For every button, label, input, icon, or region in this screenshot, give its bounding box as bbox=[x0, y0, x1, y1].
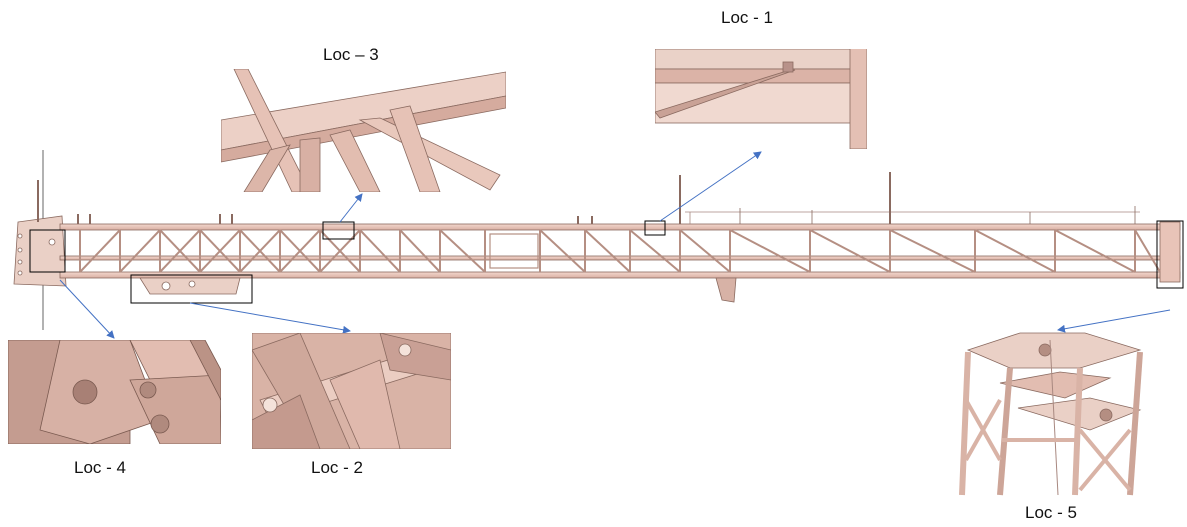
label-loc3: Loc – 3 bbox=[323, 45, 379, 64]
arrow-loc4 bbox=[59, 279, 115, 339]
callout-arrows bbox=[59, 151, 1171, 339]
callout-box-loc5 bbox=[1156, 220, 1184, 289]
arrow-loc1 bbox=[659, 151, 762, 222]
arrow-loc3 bbox=[339, 193, 363, 223]
label-loc2: Loc - 2 bbox=[311, 458, 363, 477]
label-loc4: Loc - 4 bbox=[74, 458, 126, 477]
truss-web bbox=[79, 229, 1161, 273]
main-truss bbox=[13, 150, 1181, 330]
inset-loc3 bbox=[221, 69, 506, 192]
callout-box-loc4 bbox=[29, 229, 66, 273]
label-loc1: Loc - 1 bbox=[721, 8, 773, 27]
inset-loc1 bbox=[655, 49, 867, 149]
label-loc5: Loc - 5 bbox=[1025, 503, 1077, 522]
callout-box-loc1 bbox=[644, 220, 666, 236]
inset-loc2 bbox=[252, 333, 451, 449]
arrow-loc2 bbox=[189, 302, 351, 334]
inset-loc5 bbox=[959, 332, 1143, 496]
inset-loc4 bbox=[8, 340, 221, 444]
callout-box-loc3 bbox=[322, 221, 355, 240]
arrow-loc5 bbox=[1057, 309, 1171, 333]
